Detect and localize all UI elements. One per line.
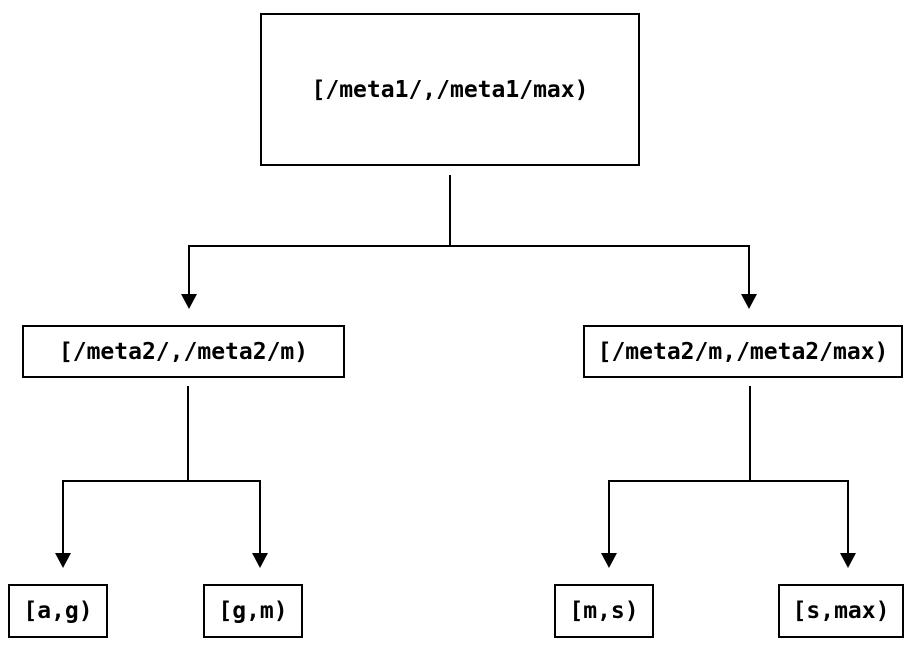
tree-node-leaf-ag-label: [a,g) — [23, 598, 93, 624]
arrowhead-root-right — [741, 294, 757, 309]
tree-node-leaf-smax: [s,max) — [778, 584, 904, 638]
tree-node-right-label: [/meta2/m,/meta2/max) — [597, 338, 889, 365]
tree-node-leaf-ms-label: [m,s) — [569, 598, 639, 624]
tree-node-leaf-ms: [m,s) — [554, 584, 654, 638]
tree-node-leaf-smax-label: [s,max) — [792, 598, 890, 624]
tree-node-leaf-ag: [a,g) — [8, 584, 108, 638]
arrowhead-leaf-smax — [840, 553, 856, 568]
tree-node-leaf-gm: [g,m) — [203, 584, 303, 638]
tree-node-left: [/meta2/,/meta2/m) — [22, 325, 345, 378]
tree-node-root-label: [/meta1/,/meta1/max) — [311, 76, 589, 103]
connector-right-children — [601, 386, 856, 568]
tree-node-leaf-gm-label: [g,m) — [218, 598, 288, 624]
arrowhead-leaf-ms — [601, 553, 617, 568]
arrowhead-leaf-ag — [55, 553, 71, 568]
tree-node-root: [/meta1/,/meta1/max) — [260, 13, 640, 166]
tree-node-right: [/meta2/m,/meta2/max) — [583, 325, 903, 378]
tree-node-left-label: [/meta2/,/meta2/m) — [58, 338, 309, 365]
arrowhead-leaf-gm — [252, 553, 268, 568]
arrowhead-root-left — [181, 294, 197, 309]
connector-left-children — [55, 386, 268, 568]
connector-root-children — [181, 175, 757, 309]
